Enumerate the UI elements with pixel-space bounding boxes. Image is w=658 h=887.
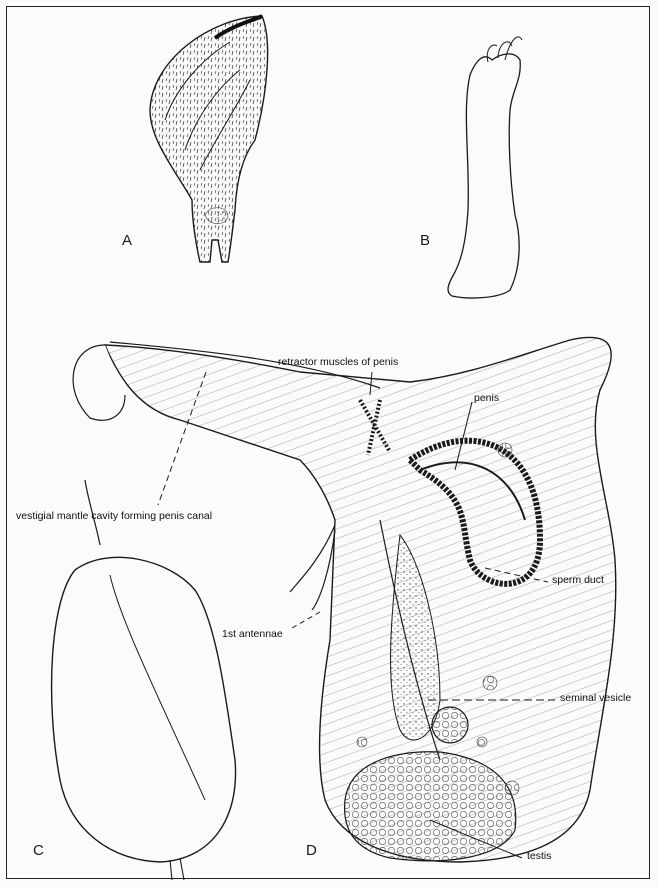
label-sperm-duct: sperm duct bbox=[552, 574, 604, 586]
panel-c-drawing bbox=[52, 480, 236, 880]
panel-label-b: B bbox=[420, 232, 430, 249]
label-retractor-muscles: retractor muscles of penis bbox=[278, 356, 398, 368]
panel-label-a: A bbox=[122, 232, 132, 249]
panel-label-c: C bbox=[33, 842, 44, 859]
label-penis: penis bbox=[474, 392, 499, 404]
label-testis: testis bbox=[527, 850, 552, 862]
panel-a-drawing bbox=[150, 16, 268, 262]
panel-label-d: D bbox=[306, 842, 317, 859]
label-seminal-vesicle: seminal vesicle bbox=[560, 692, 631, 704]
panel-b-drawing bbox=[448, 37, 522, 298]
label-vestigial-mantle-cavity: vestigial mantle cavity forming penis ca… bbox=[16, 510, 212, 522]
label-first-antennae: 1st antennae bbox=[222, 628, 283, 640]
panel-d-drawing bbox=[73, 337, 616, 862]
